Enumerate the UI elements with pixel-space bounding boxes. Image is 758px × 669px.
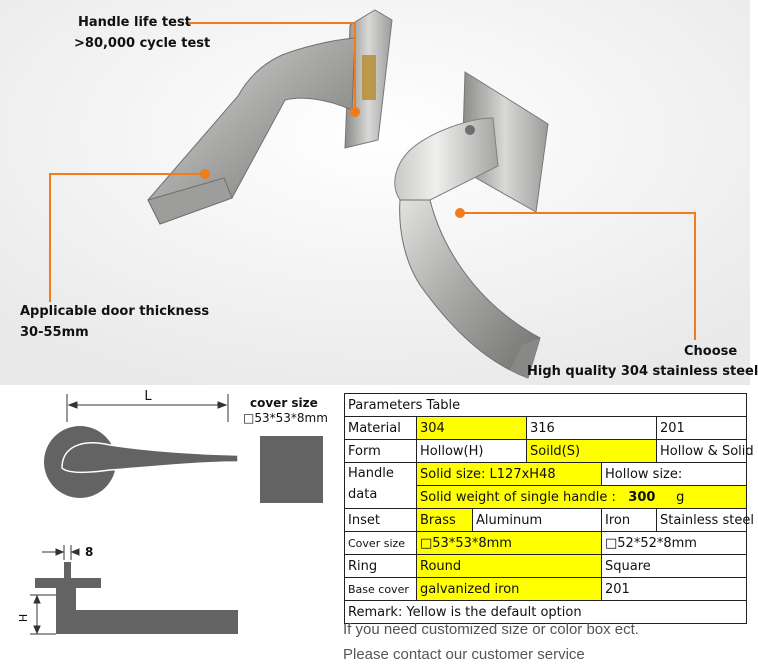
base-option-201: 201: [600, 577, 748, 601]
callout-lines: [49, 22, 696, 340]
length-label: L: [144, 389, 152, 404]
row-label-cover-size: Cover size: [344, 531, 417, 555]
thickness-label: 8: [85, 545, 93, 559]
life-test-callout-title: Handle life test: [78, 15, 191, 30]
table-row: Handle data Solid size: L127xH48 Hollow …: [344, 462, 748, 509]
cover-size-title: cover size: [250, 396, 318, 410]
table-row: Cover size □53*53*8mm □52*52*8mm: [344, 531, 748, 555]
cover-size-value: □53*53*8mm: [243, 411, 328, 425]
hollow-size: Hollow size:: [600, 462, 748, 486]
thickness-dimension: [42, 545, 80, 560]
handle-label-line1: Handle: [348, 466, 394, 481]
handle-top-view: [44, 426, 239, 498]
technical-drawing: L 8 H: [17, 389, 323, 635]
table-row: Parameters Table: [343, 393, 748, 417]
material-option-316: 316: [526, 416, 657, 440]
row-label-base-cover: Base cover: [344, 577, 417, 601]
callout-dots: [200, 107, 465, 218]
footer-line-2: Please contact our customer service: [343, 646, 585, 663]
table-row: Ring Round Square: [344, 554, 748, 578]
parameters-table: Parameters Table Material 304 316 201 Fo…: [343, 393, 754, 624]
cover-option-53: □53*53*8mm: [416, 531, 602, 555]
left-handle: [147, 9, 393, 225]
table-row: Solid weight of single handle : 300 g: [345, 485, 748, 509]
right-handle: [394, 71, 549, 379]
table-row: Base cover galvanized iron 201: [344, 577, 748, 601]
table-remark: Remark: Yellow is the default option: [343, 600, 748, 624]
life-test-callout-value: >80,000 cycle test: [74, 36, 211, 51]
quality-callout-value: High quality 304 stainless steel: [527, 364, 758, 379]
door-thickness-callout-title: Applicable door thickness: [20, 304, 210, 319]
handle-side-view: [35, 562, 238, 634]
material-option-304: 304: [416, 416, 527, 440]
row-label-ring: Ring: [344, 554, 417, 578]
solid-weight-label: Solid weight of single handle :: [420, 489, 616, 505]
form-option-solid: Soild(S): [526, 439, 657, 463]
quality-callout-title: Choose: [684, 344, 738, 359]
table-row: Form Hollow(H) Soild(S) Hollow & Solid: [344, 439, 754, 463]
table-row: Material 304 316 201: [344, 416, 748, 440]
inset-option-brass: Brass: [416, 508, 473, 532]
solid-weight: Solid weight of single handle : 300 g: [415, 485, 748, 509]
table-title: Parameters Table: [343, 393, 748, 417]
table-row: Remark: Yellow is the default option: [343, 600, 748, 624]
row-label-inset: Inset: [344, 508, 417, 532]
table-row: Inset Brass Aluminum Iron Stainless stee…: [344, 508, 754, 532]
form-option-hollow: Hollow(H): [416, 439, 527, 463]
inset-option-aluminum: Aluminum: [472, 508, 602, 532]
cover-option-52: □52*52*8mm: [600, 531, 748, 555]
height-label: H: [17, 614, 30, 622]
form-option-hollow-solid: Hollow & Solid: [655, 439, 754, 463]
row-label-handle-data: Handle data: [344, 462, 417, 509]
ring-option-square: Square: [600, 554, 748, 578]
inset-option-iron: Iron: [601, 508, 657, 532]
solid-size: Solid size: L127xH48: [416, 462, 602, 486]
solid-weight-unit: g: [676, 489, 685, 505]
product-photo: [0, 0, 750, 385]
cover-square: [260, 436, 323, 503]
ring-option-round: Round: [416, 554, 602, 578]
solid-weight-value: 300: [628, 489, 656, 505]
row-label-material: Material: [344, 416, 417, 440]
base-option-galvanized: galvanized iron: [416, 577, 602, 601]
length-dimension: [66, 394, 229, 422]
door-thickness-callout-value: 30-55mm: [20, 325, 89, 340]
handle-label-line2: data: [348, 487, 378, 502]
footer-line-1: If you need customized size or color box…: [343, 621, 639, 638]
row-label-form: Form: [344, 439, 417, 463]
material-option-201: 201: [655, 416, 748, 440]
inset-option-stainless: Stainless steel: [655, 508, 754, 532]
height-dimension: [30, 594, 56, 635]
